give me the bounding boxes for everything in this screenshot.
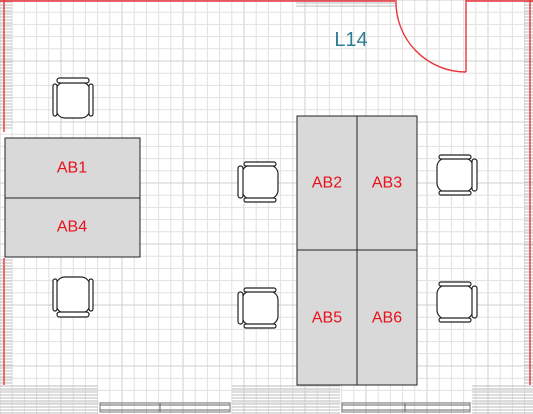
chair-ab1[interactable]	[52, 77, 94, 119]
chair-armrest	[438, 281, 472, 287]
chair-armrest	[243, 197, 277, 203]
chair-armrest	[52, 278, 58, 312]
window-right	[341, 402, 471, 413]
chair-seat	[436, 284, 474, 320]
door-swing-arc	[395, 0, 467, 73]
desk-ab5[interactable]: AB5	[296, 249, 358, 386]
windows	[99, 402, 471, 413]
chair-backrest	[471, 158, 478, 192]
chair-armrest	[88, 83, 94, 117]
room-label: L14	[334, 29, 367, 51]
window-left	[99, 402, 231, 413]
desk-label-ab2: AB2	[312, 175, 342, 192]
walls	[0, 0, 533, 385]
chair-seat	[55, 81, 91, 119]
desk-label-ab3: AB3	[372, 175, 402, 192]
chair-armrest	[243, 287, 277, 293]
chair-ab3[interactable]	[436, 154, 478, 196]
desk-label-ab6: AB6	[372, 310, 402, 327]
chair-ab5[interactable]	[237, 287, 279, 329]
chair-seat	[241, 164, 279, 200]
chair-backrest	[56, 311, 90, 318]
chair-seat	[55, 276, 91, 314]
chair-seat	[241, 290, 279, 326]
chair-armrest	[438, 317, 472, 323]
desk-ab1[interactable]: AB1	[4, 137, 141, 199]
desk-ab3[interactable]: AB3	[356, 115, 418, 251]
desk-label-ab5: AB5	[312, 310, 342, 327]
chair-backrest	[471, 285, 478, 319]
chair-armrest	[243, 323, 277, 329]
chair-backrest	[237, 165, 244, 199]
chair-armrest	[243, 161, 277, 167]
chairs	[52, 77, 478, 329]
chair-armrest	[52, 83, 58, 117]
chair-armrest	[438, 190, 472, 196]
desk-ab2[interactable]: AB2	[296, 115, 358, 251]
desk-label-ab1: AB1	[57, 160, 87, 177]
chair-armrest	[438, 154, 472, 160]
chair-ab2[interactable]	[237, 161, 279, 203]
desk-ab6[interactable]: AB6	[356, 249, 418, 386]
desk-label-ab4: AB4	[57, 219, 87, 236]
desk-ab4[interactable]: AB4	[4, 197, 141, 258]
chair-seat	[436, 157, 474, 193]
chair-armrest	[88, 278, 94, 312]
chair-ab6[interactable]	[436, 281, 478, 323]
chair-backrest	[237, 291, 244, 325]
chair-backrest	[56, 77, 90, 84]
chair-ab4[interactable]	[52, 276, 94, 318]
